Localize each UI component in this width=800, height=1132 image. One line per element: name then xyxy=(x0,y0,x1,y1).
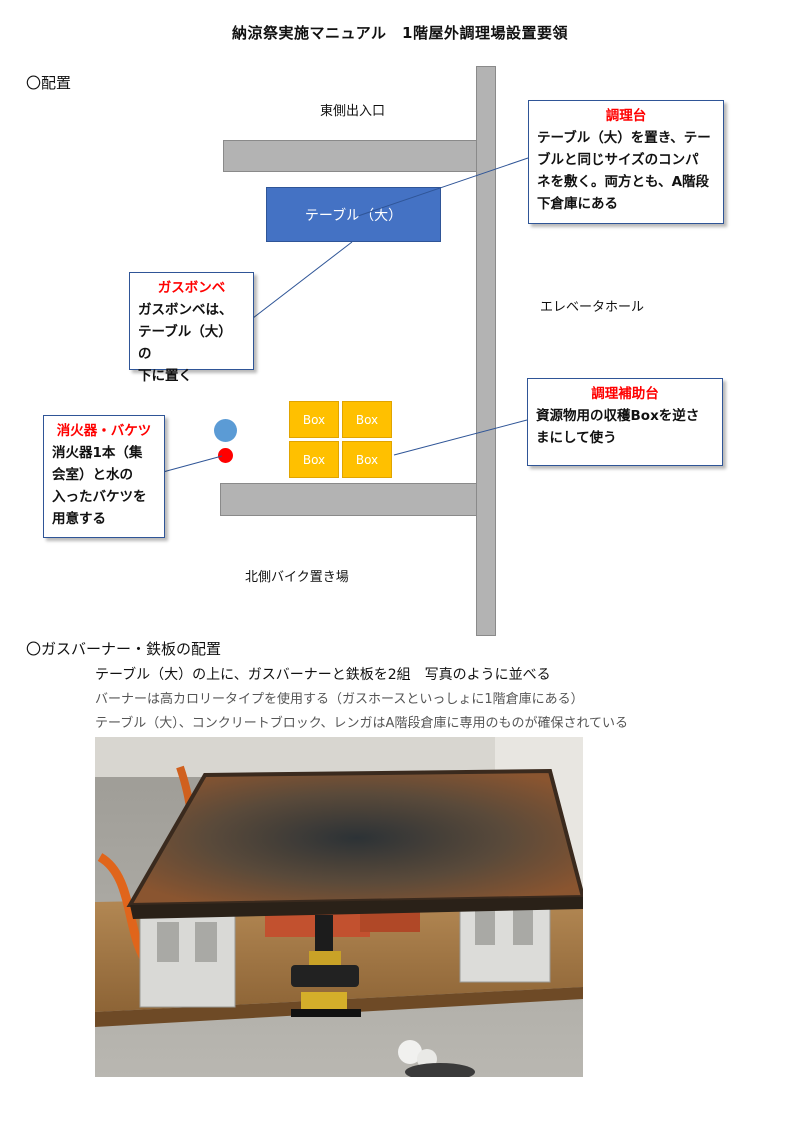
big-table-label: テーブル（大） xyxy=(304,207,403,224)
burner-line-2: バーナーは高カロリータイプを使用する（ガスホースといっしょに1階倉庫にある） xyxy=(95,692,584,707)
layout-diagram: 東側出入口 エレベータホール 北側バイク置き場 テーブル（大） Box Box … xyxy=(43,66,724,636)
callout-cooking-table-head: 調理台 xyxy=(605,108,647,124)
box-label: Box xyxy=(355,452,379,467)
page-title: 納涼祭実施マニュアル 1階屋外調理場設置要領 xyxy=(232,24,568,42)
box-label: Box xyxy=(302,452,326,467)
callout-support-table-head: 調理補助台 xyxy=(591,386,659,402)
east-entrance-label: 東側出入口 xyxy=(320,104,386,119)
callout-gas-cylinder-body: ガスボンベは、 テーブル（大）の 下に置く xyxy=(138,302,233,384)
connector-extinguisher xyxy=(162,455,223,473)
north-bike-parking-label: 北側バイク置き場 xyxy=(245,570,349,585)
box-label: Box xyxy=(355,412,379,427)
box-1: Box xyxy=(289,401,339,438)
burner-line-3: テーブル（大）、コンクリートブロック、レンガはA階段倉庫に専用のものが確保されて… xyxy=(95,716,629,731)
connector-support-table xyxy=(393,419,528,456)
vertical-wall xyxy=(476,66,496,636)
griddle-setup-photo xyxy=(95,737,583,1077)
callout-cooking-table-body: テーブル（大）を置き、テー ブルと同じサイズのコンパ ネを敷く。両方とも、A階段… xyxy=(537,130,711,212)
callout-extinguisher-head: 消火器・バケツ xyxy=(56,423,152,439)
water-bucket-marker xyxy=(214,419,237,442)
callout-cooking-table: 調理台 テーブル（大）を置き、テー ブルと同じサイズのコンパ ネを敷く。両方とも… xyxy=(528,100,724,224)
callout-connectors xyxy=(162,157,529,473)
box-3: Box xyxy=(289,441,339,478)
callout-gas-cylinder-head: ガスボンベ xyxy=(157,280,226,296)
burner-line-1: テーブル（大）の上に、ガスバーナーと鉄板を2組 写真のように並べる xyxy=(95,667,551,683)
callout-extinguisher: 消火器・バケツ 消火器1本（集 会室）と水の 入ったバケツを 用意する xyxy=(43,415,165,538)
callout-support-table-body: 資源物用の収穫Boxを逆さ まにして使う xyxy=(536,408,700,446)
box-2: Box xyxy=(342,401,392,438)
upper-wall xyxy=(223,140,477,172)
connector-cooking-table xyxy=(357,157,529,217)
lower-wall xyxy=(220,483,477,516)
burner-heading: 〇ガスバーナー・鉄板の配置 xyxy=(26,640,222,658)
big-table-rect: テーブル（大） xyxy=(266,187,441,242)
callout-extinguisher-body: 消火器1本（集 会室）と水の 入ったバケツを 用意する xyxy=(52,445,147,527)
fire-extinguisher-marker xyxy=(218,448,233,463)
connector-gas-cylinder xyxy=(252,241,353,319)
callout-gas-cylinder: ガスボンベ ガスボンベは、 テーブル（大）の 下に置く xyxy=(129,272,254,384)
callout-support-table: 調理補助台 資源物用の収穫Boxを逆さ まにして使う xyxy=(527,378,723,466)
box-label: Box xyxy=(302,412,326,427)
box-4: Box xyxy=(342,441,392,478)
layout-heading: 〇配置 xyxy=(26,74,72,92)
elevator-hall-label: エレベータホール xyxy=(540,300,645,315)
